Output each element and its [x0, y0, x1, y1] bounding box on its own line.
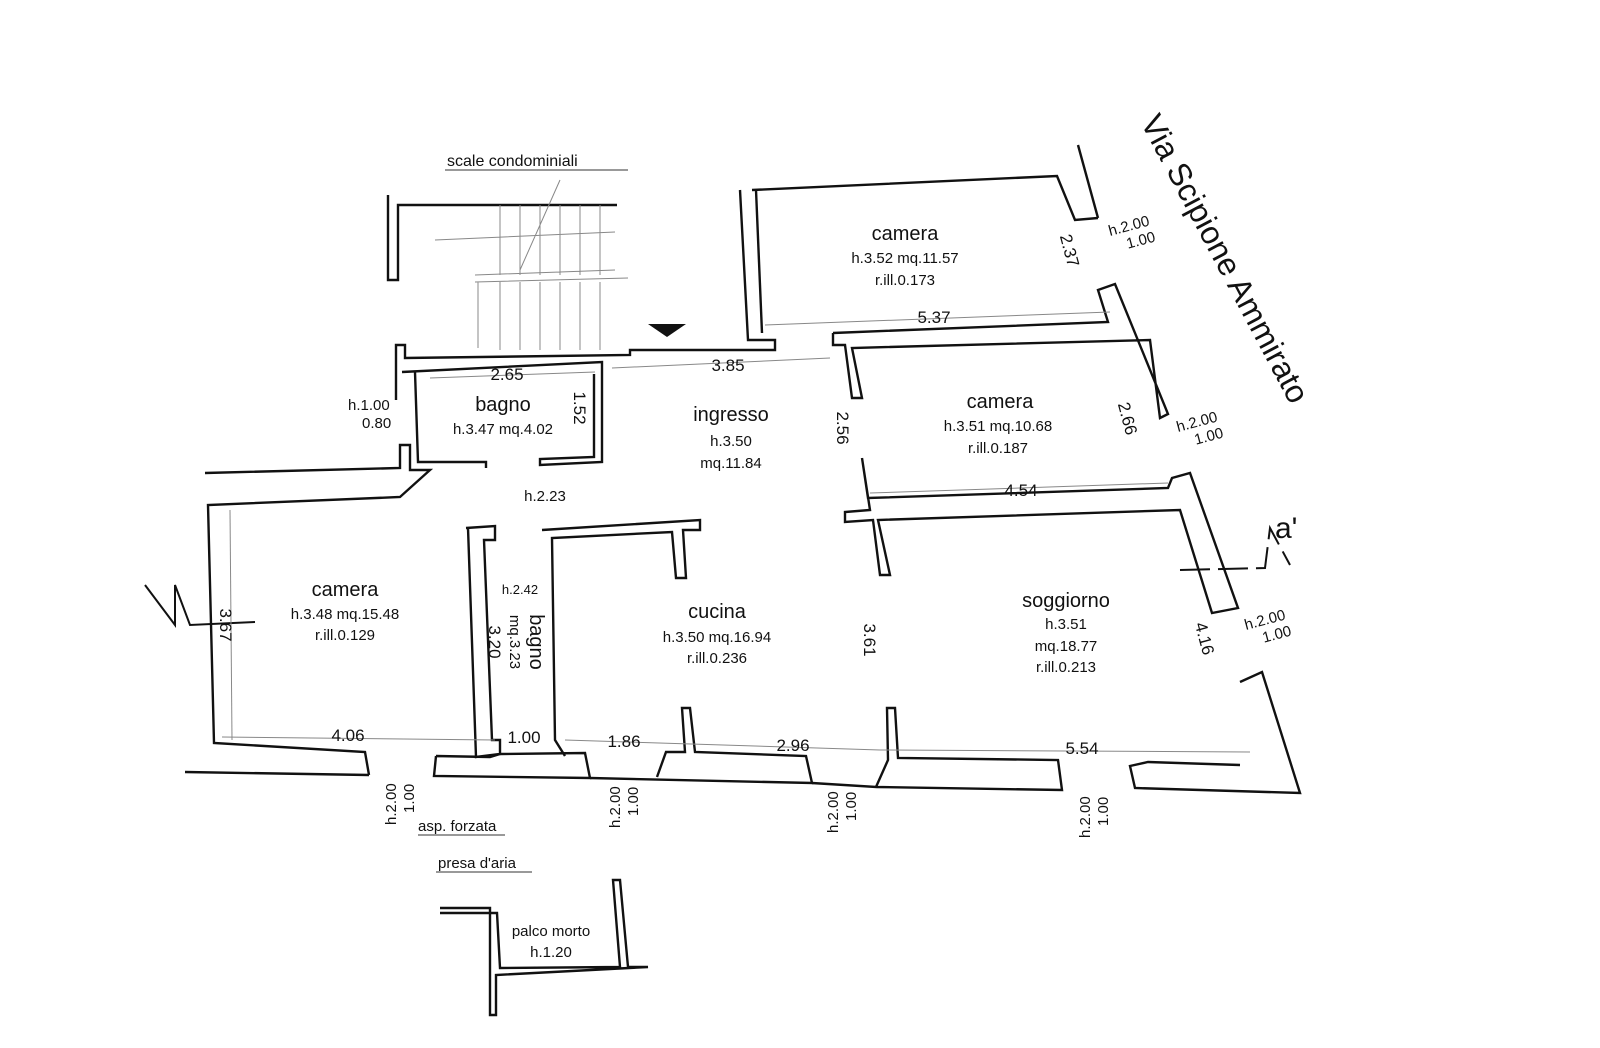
window-width: 1.00 [843, 792, 860, 821]
room-info: h.3.50 mq.16.94 [663, 629, 771, 646]
room-name: camera [312, 579, 380, 601]
window-height: h.2.00 [383, 783, 400, 825]
room-name: bagno [475, 394, 531, 416]
room-info: r.ill.0.187 [968, 440, 1028, 457]
dimension-label: 2.65 [490, 365, 523, 384]
dimension-label: 4.54 [1004, 481, 1037, 500]
room-name: camera [872, 223, 940, 245]
dimension-lines [221, 311, 1251, 753]
window-height: h.1.00 [348, 397, 390, 414]
section-markers [144, 524, 1291, 628]
room-name: palco morto [512, 923, 590, 940]
dimension-label: 2.56 [833, 411, 852, 444]
window-annotations: h.1.00 0.80 h.2.001.00 h.2.001.00 h.2.00… [348, 213, 1294, 873]
window-width: 1.00 [1095, 797, 1112, 826]
window-width: 0.80 [362, 415, 391, 432]
room-info: h.3.47 mq.4.02 [453, 421, 553, 438]
room-info: h.3.50 [710, 433, 752, 450]
dimension-label: 2.66 [1114, 400, 1141, 437]
room-name: cucina [688, 601, 747, 623]
dimension-label: 3.20 [485, 625, 504, 658]
note-asp-forzata: asp. forzata [418, 818, 497, 835]
dimension-label: 3.67 [216, 608, 235, 641]
stair-label: scale condominiali [447, 153, 578, 170]
corridor-height: h.2.23 [524, 488, 566, 505]
dimension-label: 4.06 [331, 726, 364, 745]
window-height: h.2.00 [607, 786, 624, 828]
dimension-label: 2.37 [1056, 232, 1083, 269]
window-width: 1.00 [1261, 623, 1294, 647]
room-info: r.ill.0.213 [1036, 659, 1096, 676]
dimension-label: 1.00 [507, 728, 540, 747]
dimension-label: 1.86 [607, 732, 640, 751]
room-info: mq.11.84 [700, 455, 761, 472]
room-info: h.3.51 mq.10.68 [944, 418, 1052, 435]
section-label: a' [1275, 512, 1297, 545]
window-width: 1.00 [625, 787, 642, 816]
dimension-label: 3.85 [711, 356, 744, 375]
room-name: soggiorno [1022, 590, 1110, 612]
dimension-label: 4.16 [1191, 620, 1218, 657]
window-width: 1.00 [401, 784, 418, 813]
room-name: ingresso [693, 404, 769, 426]
room-info: r.ill.0.129 [315, 627, 375, 644]
room-info: h.2.42 [502, 582, 538, 597]
room-info: mq.3.23 [506, 615, 523, 669]
dimension-label: 1.52 [570, 391, 589, 424]
street-name: Via Scipione Ammirato [1134, 108, 1317, 409]
room-info: h.3.51 [1045, 616, 1087, 633]
dimension-label: 5.54 [1065, 739, 1098, 758]
room-info: h.3.52 mq.11.57 [851, 250, 958, 267]
room-name: bagno [525, 614, 547, 670]
window-height: h.2.00 [825, 791, 842, 833]
room-info: h.3.48 mq.15.48 [291, 606, 399, 623]
dimension-label: 5.37 [917, 308, 950, 327]
note-presa-aria: presa d'aria [438, 855, 517, 872]
room-info: h.1.20 [530, 944, 572, 961]
dimension-label: 3.61 [860, 623, 879, 656]
stairs [434, 179, 686, 350]
room-info: r.ill.0.236 [687, 650, 747, 667]
window-width: 1.00 [1193, 425, 1226, 449]
dimension-label: 2.96 [776, 736, 809, 755]
window-height: h.2.00 [1077, 796, 1094, 838]
room-name: camera [967, 391, 1035, 413]
entrance-arrow-icon [648, 324, 686, 337]
room-info: r.ill.0.173 [875, 272, 935, 289]
window-width: 1.00 [1125, 229, 1158, 253]
room-info: mq.18.77 [1035, 638, 1098, 655]
